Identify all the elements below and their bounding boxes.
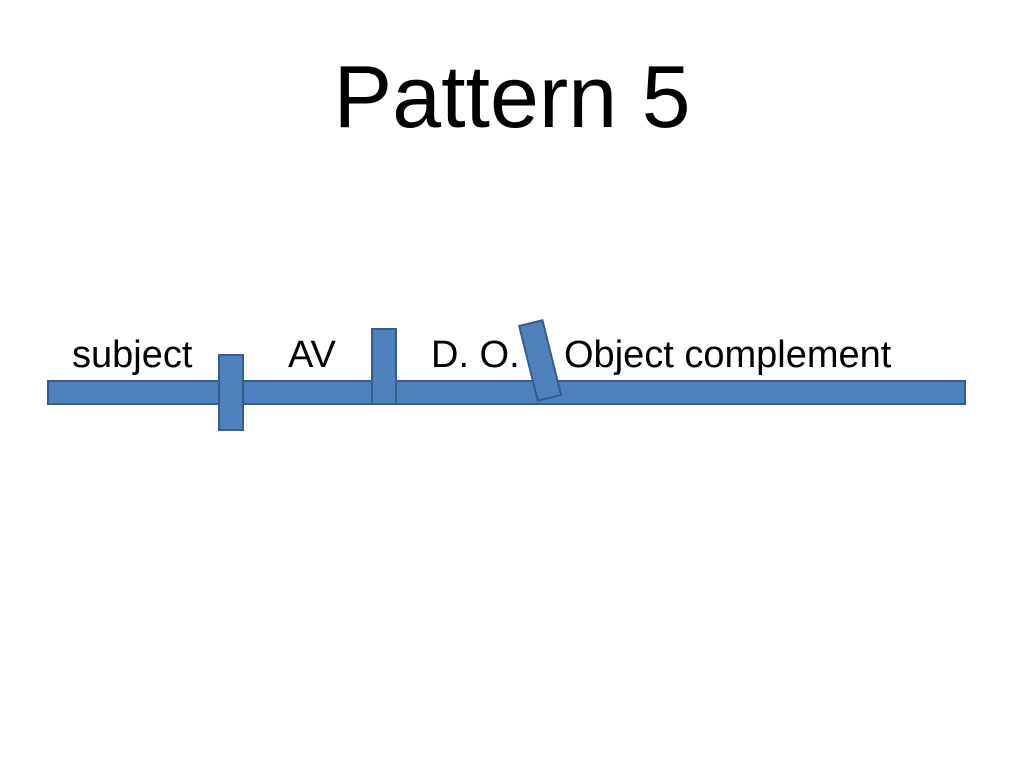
label-subject: subject xyxy=(72,334,193,376)
subject-verb-divider xyxy=(218,354,244,431)
object-complement-divider xyxy=(517,319,563,402)
verb-object-divider xyxy=(371,328,397,405)
slide-title: Pattern 5 xyxy=(333,47,691,146)
label-direct-object: D. O. xyxy=(431,334,520,376)
baseline xyxy=(47,380,966,405)
label-object-complement: Object complement xyxy=(564,334,892,376)
label-verb: AV xyxy=(288,334,337,376)
